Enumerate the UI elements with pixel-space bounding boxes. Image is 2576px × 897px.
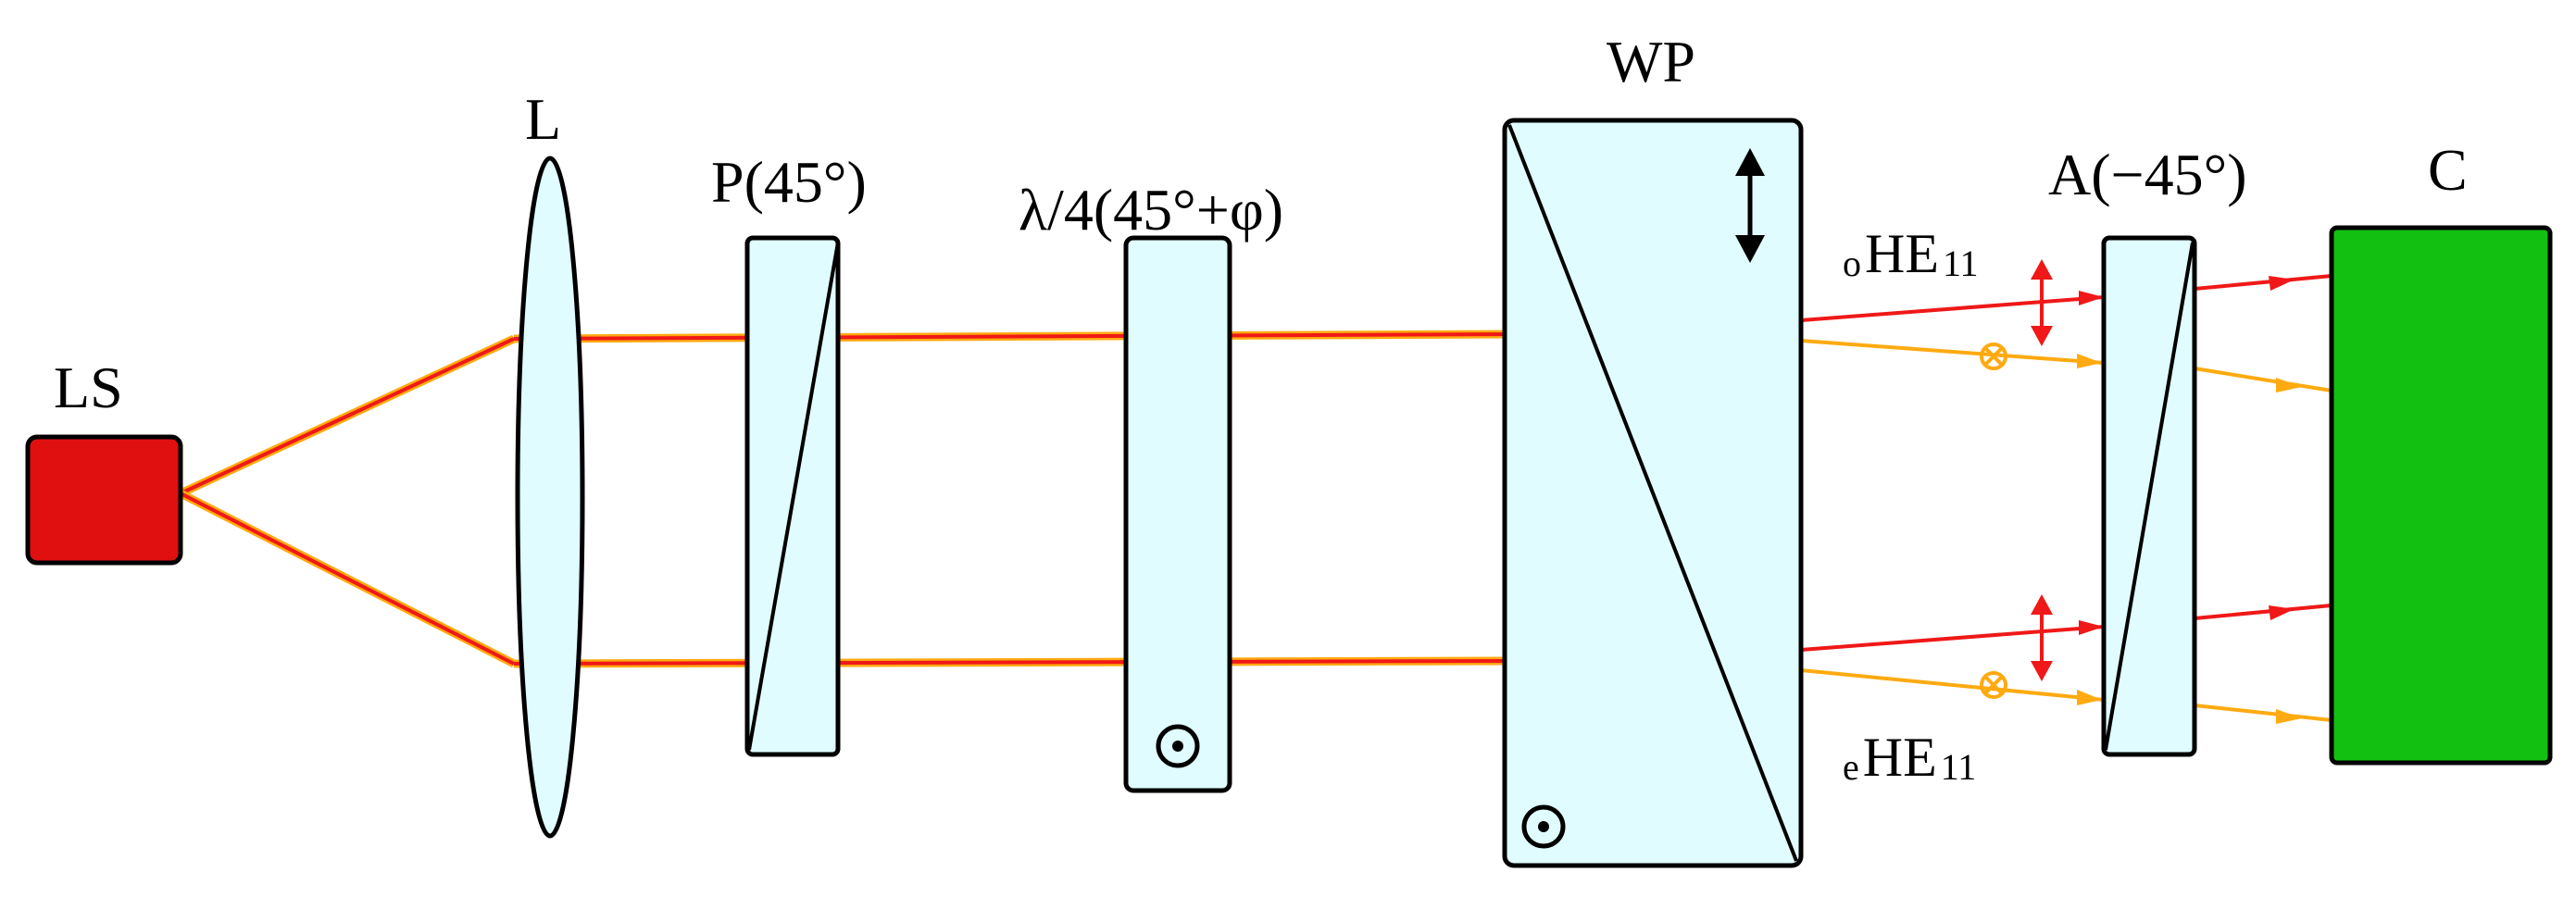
quarter-wave-plate-label: λ/4(45°+φ)	[1019, 177, 1283, 243]
double-arrow-vertical-icon	[2031, 259, 2053, 346]
extraordinary-mode-index: 11	[1941, 746, 1977, 788]
beam-diverging	[178, 334, 517, 668]
light-source-label: LS	[54, 355, 123, 420]
camera-label: C	[2428, 137, 2468, 203]
ordinary-mode-index: 11	[1943, 243, 1979, 284]
double-arrow-vertical-icon	[1735, 148, 1765, 263]
wollaston-prism	[1502, 118, 1804, 868]
cross-in-circle-icon	[1980, 671, 2007, 699]
dot-in-circle-icon	[1156, 724, 1200, 768]
extraordinary-mode-main: HE	[1863, 727, 1937, 788]
beam-split-bottom-extraordinary	[1800, 668, 2332, 724]
beam-split-top-ordinary	[1800, 274, 2332, 322]
lens	[515, 156, 585, 839]
extraordinary-mode-label: e HE 11	[1843, 727, 1976, 788]
wollaston-prism-label: WP	[1607, 29, 1695, 94]
double-arrow-vertical-icon	[2031, 594, 2053, 681]
quarter-wave-plate	[1123, 235, 1232, 793]
cross-in-circle-icon	[1980, 343, 2007, 370]
beams	[178, 274, 2332, 724]
beam-split-top-extraordinary	[1800, 339, 2332, 392]
ordinary-mode-prefix: o	[1843, 243, 1861, 284]
extraordinary-mode-prefix: e	[1843, 746, 1859, 788]
lens-label: L	[525, 86, 561, 152]
polarizer	[744, 235, 841, 757]
light-source-box	[25, 434, 183, 566]
beam-collimated-top	[513, 330, 1512, 343]
ordinary-mode-main: HE	[1865, 223, 1939, 284]
beam-collimated-bottom	[513, 656, 1512, 668]
beam-split-bottom-ordinary	[1800, 604, 2332, 652]
analyzer-label: A(−45°)	[2048, 142, 2247, 207]
camera-box	[2329, 225, 2553, 766]
analyzer	[2101, 235, 2197, 757]
dot-in-circle-icon	[1521, 804, 1566, 849]
polarizer-label: P(45°)	[711, 149, 867, 215]
ordinary-mode-label: o HE 11	[1843, 223, 1979, 284]
